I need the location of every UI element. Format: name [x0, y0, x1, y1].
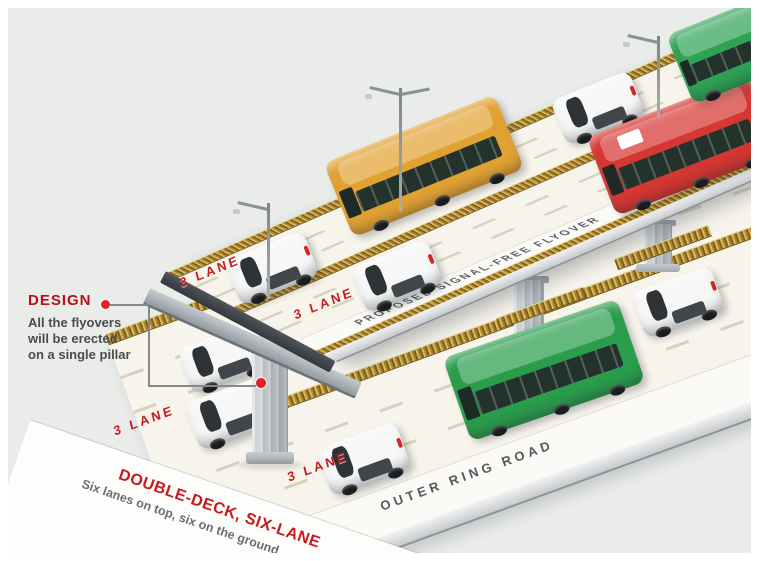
- flyover-pillar-cap: [509, 276, 549, 283]
- main-pillar-shadow: [238, 460, 302, 470]
- design-note-line: on a single pillar: [28, 347, 131, 362]
- lamp-head: [233, 209, 240, 214]
- light-arm: [369, 86, 401, 96]
- main-pillar-base: [246, 452, 294, 464]
- street-light-pole: [233, 201, 270, 299]
- flyover-pillar-base: [636, 264, 680, 272]
- design-note-line: All the flyovers: [28, 315, 122, 330]
- isometric-scene: OUTER RING ROAD: [8, 8, 751, 553]
- callout-line: [148, 385, 256, 387]
- callout-line: [148, 304, 150, 387]
- callout-line: [110, 304, 150, 306]
- lamp-head: [623, 42, 630, 47]
- light-arm: [237, 201, 269, 211]
- light-arm: [400, 87, 430, 96]
- light-arm: [627, 34, 659, 44]
- flyover-pillar-cap: [640, 220, 676, 226]
- scene-background: OUTER RING ROAD: [8, 8, 751, 553]
- callout-dot: [101, 300, 110, 309]
- pillar-marker-dot: [256, 378, 266, 388]
- lamp-head: [365, 94, 372, 99]
- street-light-pole: [365, 86, 430, 212]
- design-note: All the flyovers will be erected on a si…: [28, 315, 158, 363]
- design-note-line: will be erected: [28, 331, 118, 346]
- design-callout: DESIGN All the flyovers will be erected …: [28, 292, 158, 363]
- main-single-pillar: [252, 350, 288, 462]
- street-light-pole: [623, 34, 660, 118]
- design-heading: DESIGN: [28, 292, 92, 309]
